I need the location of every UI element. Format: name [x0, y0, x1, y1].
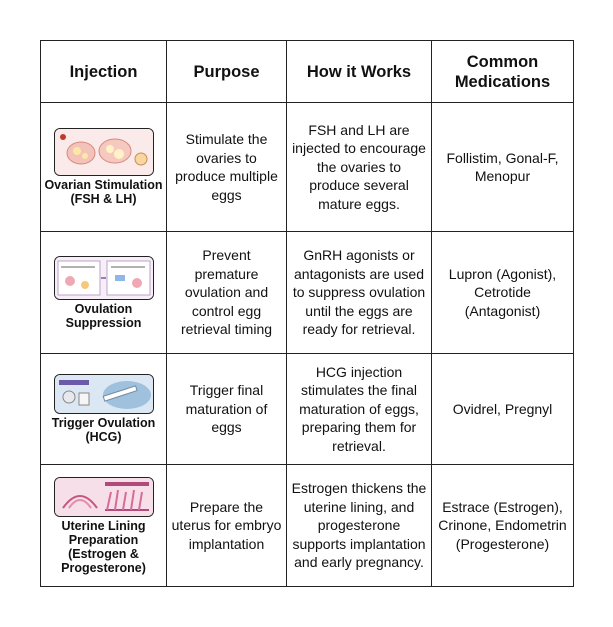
header-common-medications: Common Medications — [431, 40, 574, 103]
table-row: Ovarian Stimulation (FSH & LH) Stimulate… — [40, 102, 574, 232]
purpose-cell: Trigger final maturation of eggs — [166, 353, 287, 465]
how-it-works-cell: Estrogen thickens the uterine lining, an… — [286, 464, 432, 587]
how-it-works-cell: FSH and LH are injected to encourage the… — [286, 102, 432, 232]
injection-cell: Ovarian Stimulation (FSH & LH) — [40, 102, 167, 232]
medications-cell: Follistim, Gonal-F, Menopur — [431, 102, 574, 232]
purpose-cell: Prevent premature ovulation and control … — [166, 231, 287, 354]
medications-cell: Estrace (Estrogen), Crinone, Endometrin … — [431, 464, 574, 587]
purpose-cell: Stimulate the ovaries to produce multipl… — [166, 102, 287, 232]
ovary-illustration — [53, 128, 154, 176]
medications-cell: Lupron (Agonist), Cetrotide (Antagonist) — [431, 231, 574, 354]
header-purpose: Purpose — [166, 40, 287, 103]
injection-label: Trigger Ovulation (HCG) — [51, 416, 156, 444]
ovulation-suppression-illustration — [53, 255, 154, 300]
trigger-injection-illustration — [53, 374, 154, 414]
injection-cell: Uterine Lining Preparation (Estrogen & P… — [40, 464, 167, 587]
header-how-it-works: How it Works — [286, 40, 432, 103]
injection-label: Ovarian Stimulation (FSH & LH) — [44, 178, 163, 206]
medications-cell: Ovidrel, Pregnyl — [431, 353, 574, 465]
injection-cell: Trigger Ovulation (HCG) — [40, 353, 167, 465]
table-row: Uterine Lining Preparation (Estrogen & P… — [40, 464, 574, 587]
table-row: Ovulation Suppression Prevent premature … — [40, 231, 574, 354]
injection-label: Uterine Lining Preparation (Estrogen & P… — [61, 518, 146, 575]
table-row: Trigger Ovulation (HCG) Trigger final ma… — [40, 353, 574, 465]
purpose-cell: Prepare the uterus for embryo implantati… — [166, 464, 287, 587]
injection-table: Injection Purpose How it Works Common Me… — [40, 40, 574, 587]
header-injection: Injection — [40, 40, 167, 103]
uterine-lining-illustration — [53, 476, 154, 517]
how-it-works-cell: GnRH agonists or antagonists are used to… — [286, 231, 432, 354]
how-it-works-cell: HCG injection stimulates the final matur… — [286, 353, 432, 465]
injection-cell: Ovulation Suppression — [40, 231, 167, 354]
header-row: Injection Purpose How it Works Common Me… — [40, 40, 574, 103]
injection-label: Ovulation Suppression — [65, 301, 142, 330]
